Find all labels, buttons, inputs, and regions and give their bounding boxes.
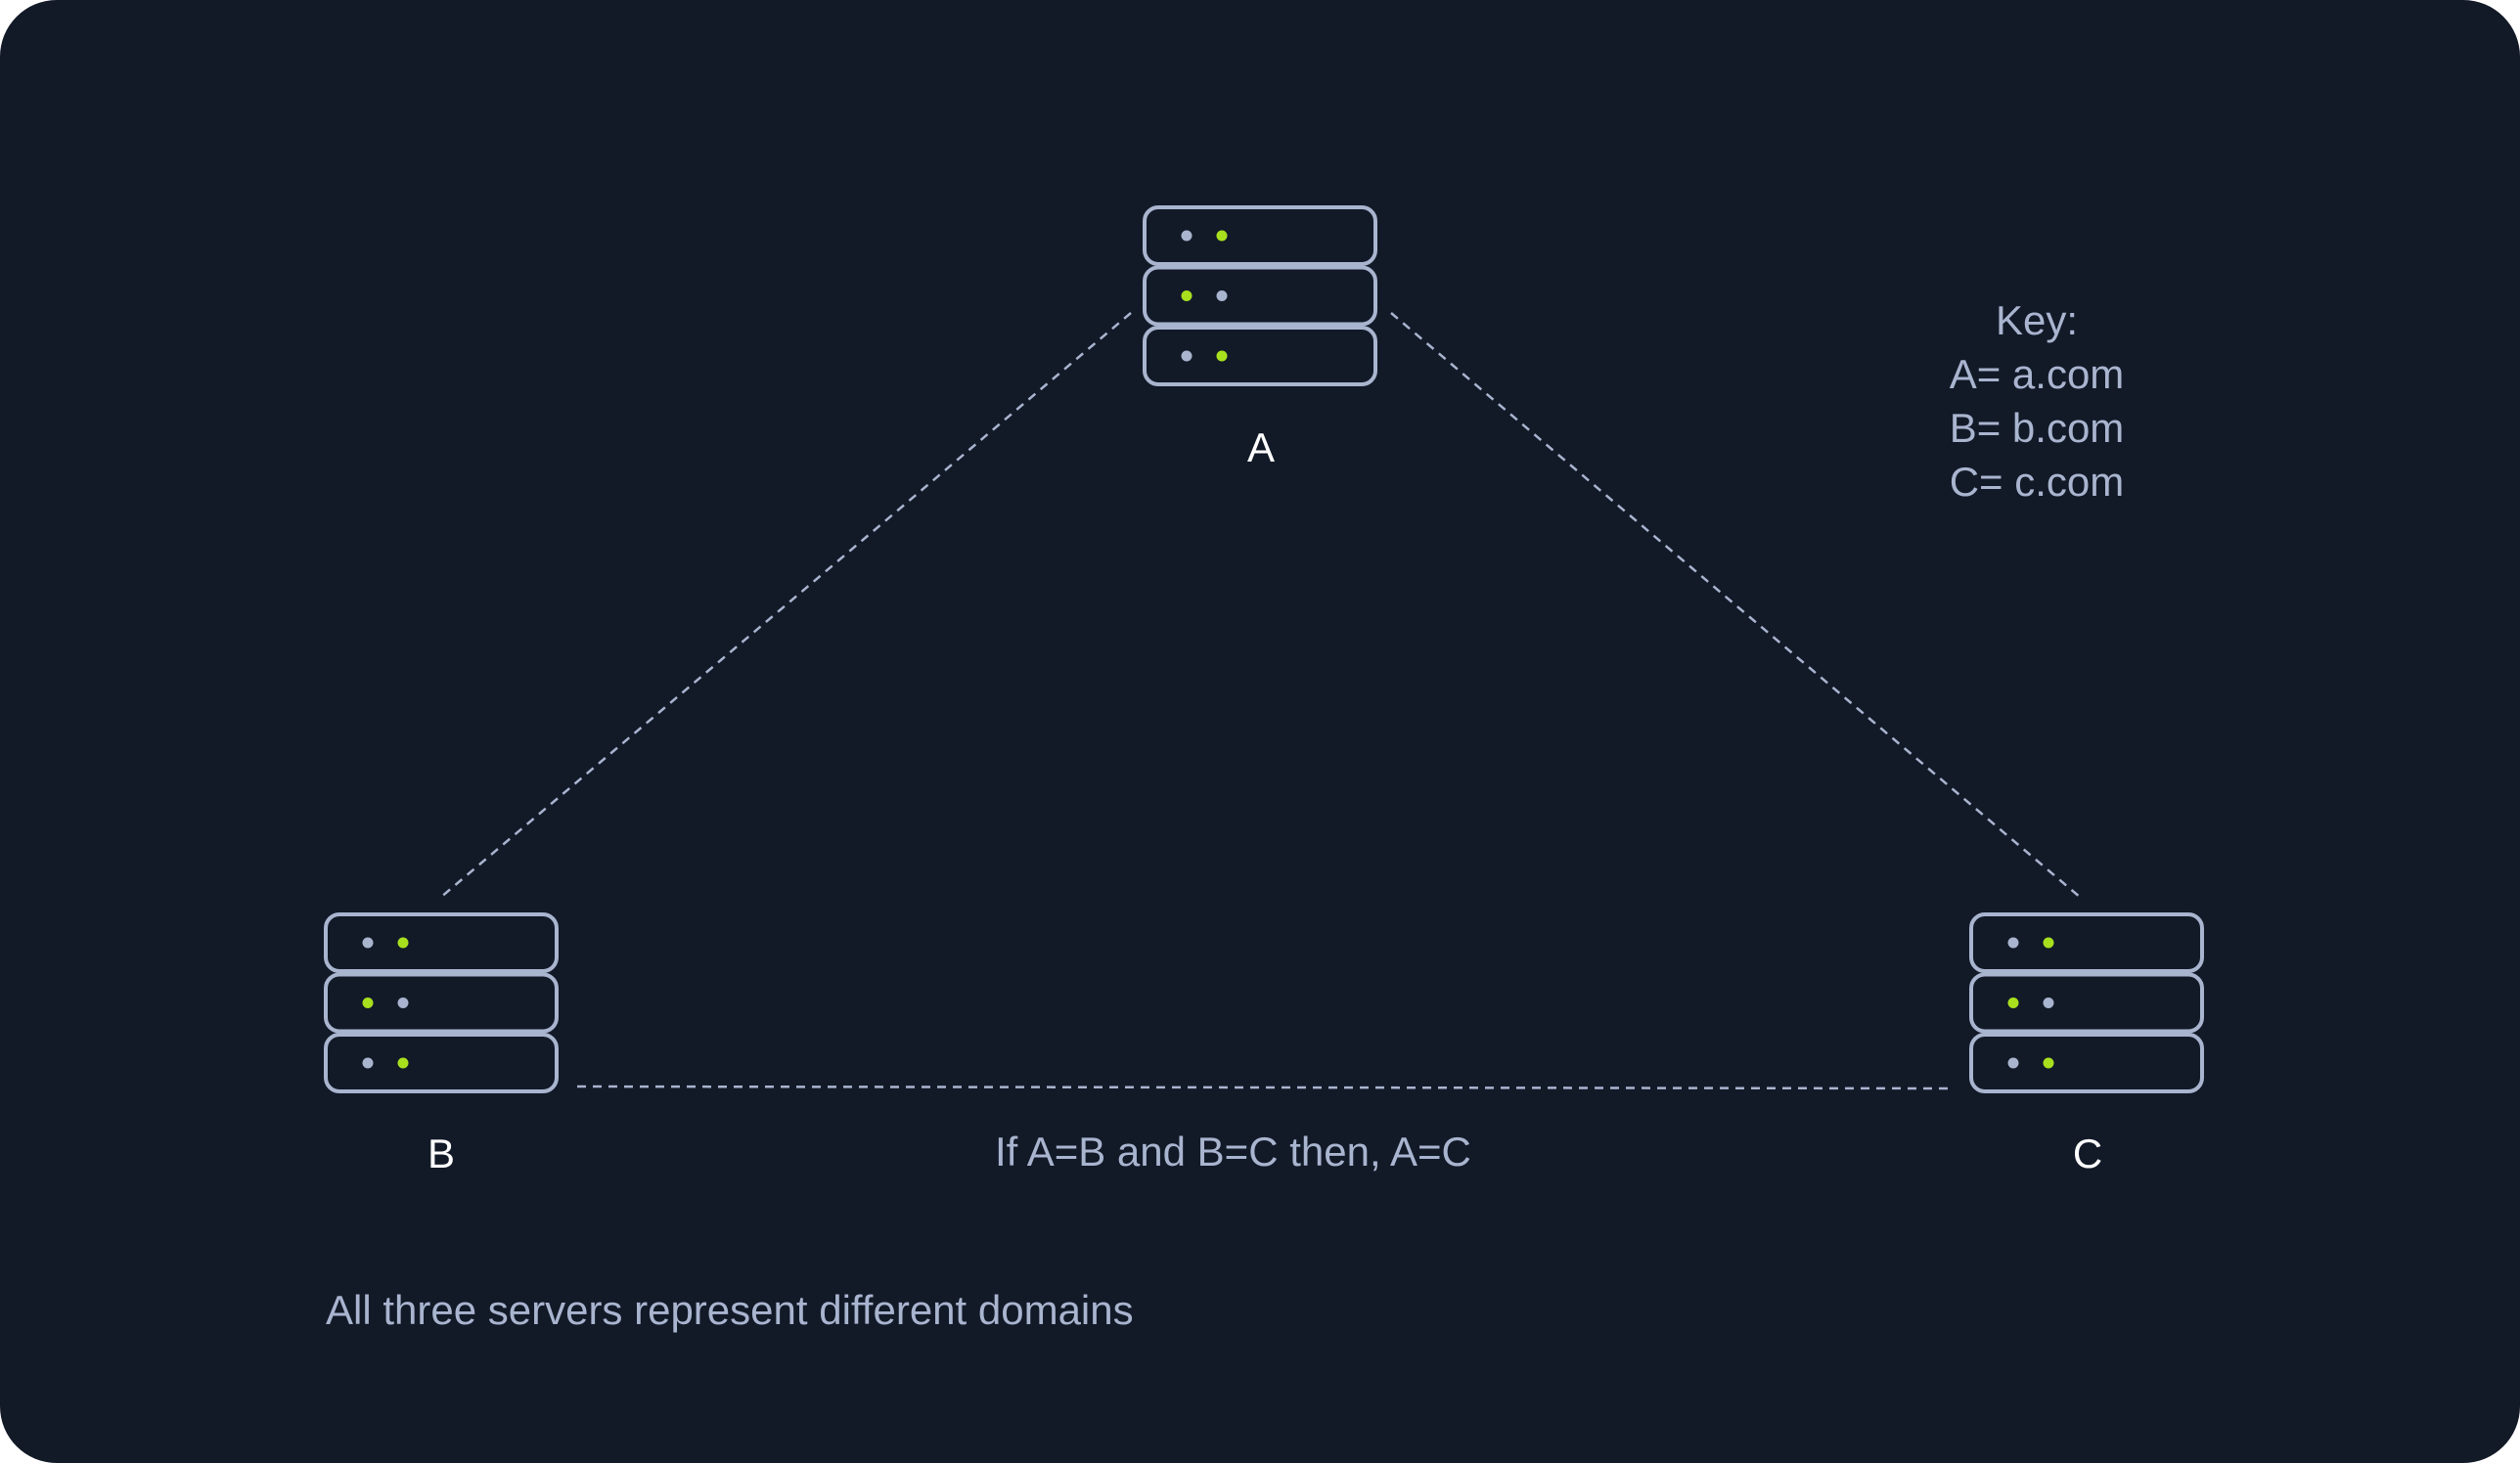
key-entry-c: C= c.com [1949, 459, 2125, 505]
key-entry-b: B= b.com [1949, 405, 2125, 451]
status-led-idle [1181, 230, 1192, 242]
server-b-icon [324, 912, 559, 1093]
status-led-active [1181, 290, 1192, 301]
server-unit [1969, 912, 2204, 973]
key-title: Key: [1995, 297, 2079, 343]
server-unit [1969, 1033, 2204, 1093]
server-unit [324, 912, 559, 973]
status-led-idle [362, 1057, 374, 1069]
status-led-active [2043, 1057, 2054, 1069]
server-b-label: B [427, 1130, 456, 1176]
server-c-icon [1969, 912, 2204, 1093]
status-led-idle [1181, 350, 1192, 362]
status-led-active [397, 1057, 409, 1069]
server-c-label: C [2072, 1130, 2103, 1176]
server-unit [1969, 972, 2204, 1034]
status-led-active [1216, 350, 1228, 362]
status-led-idle [362, 937, 374, 949]
connection-a-c [1390, 312, 2082, 899]
connections-layer [439, 312, 2082, 1090]
status-led-idle [2007, 937, 2019, 949]
server-unit [324, 972, 559, 1034]
connection-b-c [576, 1085, 1951, 1090]
footnote: All three servers represent different do… [326, 1287, 1134, 1333]
status-led-active [397, 937, 409, 949]
key-entry-a: A= a.com [1949, 351, 2125, 397]
server-unit [1143, 326, 1377, 386]
servers-layer [324, 205, 2204, 1093]
status-led-idle [397, 998, 409, 1008]
server-unit [1143, 205, 1377, 266]
status-led-idle [1216, 290, 1228, 301]
server-unit [1143, 265, 1377, 327]
status-led-active [2043, 937, 2054, 949]
connection-a-b [439, 312, 1132, 899]
status-led-active [2007, 998, 2019, 1008]
status-led-active [1216, 230, 1228, 242]
status-led-idle [2043, 998, 2054, 1008]
status-led-active [362, 998, 374, 1008]
status-led-idle [2007, 1057, 2019, 1069]
server-a-icon [1143, 205, 1377, 386]
server-unit [324, 1033, 559, 1093]
server-a-label: A [1246, 424, 1276, 470]
relation-caption: If A=B and B=C then, A=C [995, 1129, 1471, 1175]
